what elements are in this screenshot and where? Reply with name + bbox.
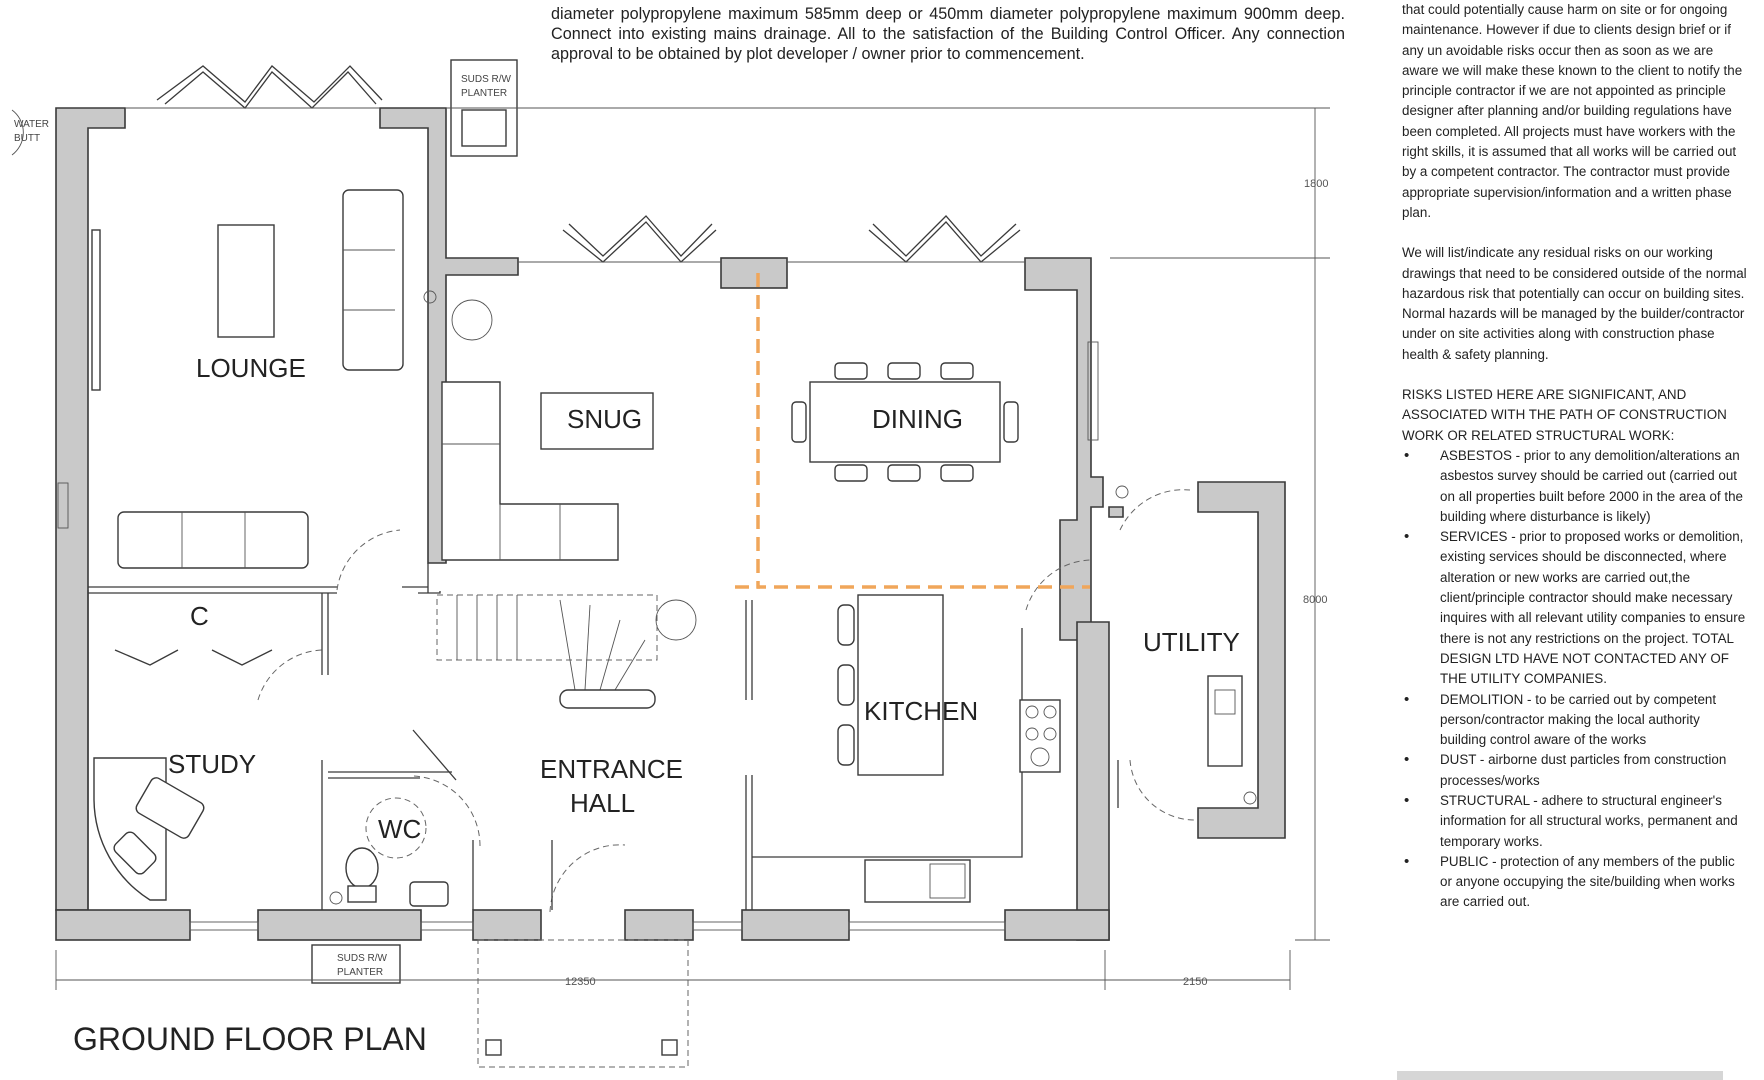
kitchen-sink — [864, 859, 971, 903]
risk-item-structural: STRUCTURAL - adhere to structural engine… — [1402, 791, 1747, 852]
room-label-entrance: ENTRANCE — [540, 754, 683, 784]
risk-item-asbestos: ASBESTOS - prior to any demolition/alter… — [1402, 446, 1747, 527]
internal-walls — [87, 563, 1023, 910]
door-swings — [257, 489, 1197, 913]
dimension-depth-total: 8000 — [1303, 594, 1327, 606]
risk-notes-panel: that could potentially cause harm on sit… — [1402, 0, 1747, 913]
drainage-note-text: diameter polypropylene maximum 585mm dee… — [551, 5, 1345, 63]
dimension-lines — [55, 107, 1330, 990]
wc-turning-circle — [365, 797, 427, 859]
front-windows — [57, 341, 1099, 931]
risk-item-services: SERVICES - prior to proposed works or de… — [1402, 527, 1747, 689]
wall-utility-east — [1197, 481, 1286, 839]
water-butt-label-2: BUTT — [14, 133, 40, 144]
risk-list: ASBESTOS - prior to any demolition/alter… — [1402, 446, 1747, 913]
dimension-depth-rear: 1800 — [1304, 178, 1328, 190]
wall-utility-stub — [1108, 506, 1124, 518]
suds-bottom-label-2: PLANTER — [337, 967, 383, 978]
dining-chairs — [791, 362, 1019, 482]
drainage-note: diameter polypropylene maximum 585mm dee… — [551, 4, 1345, 64]
title-block-strip — [1397, 1071, 1723, 1080]
wc-basin — [409, 881, 449, 907]
staircase — [436, 594, 658, 709]
kitchen-island — [857, 594, 944, 776]
labels: LOUNGE SNUG DINING C STUDY ENTRANCE HALL… — [14, 74, 1328, 1057]
lounge-coffee-table — [217, 224, 275, 338]
room-label-dining: DINING — [872, 404, 963, 434]
risk-item-public: PUBLIC - protection of any members of th… — [1402, 852, 1747, 913]
dining-table — [809, 381, 1001, 463]
room-label-hall: HALL — [570, 788, 635, 818]
wall-front-4 — [624, 909, 694, 941]
dimension-width-utility: 2150 — [1183, 976, 1207, 988]
suds-top-label-2: PLANTER — [461, 88, 507, 99]
wall-lounge-east — [379, 107, 519, 564]
wall-front-6 — [1004, 909, 1110, 941]
risk-heading: RISKS LISTED HERE ARE SIGNIFICANT, AND A… — [1402, 387, 1727, 443]
utility-sink — [1207, 675, 1243, 767]
walls — [55, 107, 1286, 941]
water-butt — [11, 109, 24, 156]
water-butt-label-1: WATER — [14, 119, 49, 130]
porch — [477, 939, 689, 1068]
wall-front-3 — [472, 909, 542, 941]
suds-planter-bottom — [311, 944, 401, 984]
suds-top-label-1: SUDS R/W — [461, 74, 512, 85]
wall-rear-pier — [720, 257, 788, 289]
room-label-lounge: LOUNGE — [196, 353, 306, 383]
wall-front-5 — [741, 909, 850, 941]
room-label-wc: WC — [378, 814, 421, 844]
lounge-sofa-south — [117, 511, 309, 569]
room-label-study: STUDY — [168, 749, 256, 779]
room-label-cupboard: C — [190, 601, 209, 631]
risk-item-dust: DUST - airborne dust particles from cons… — [1402, 750, 1747, 791]
snug-table — [540, 392, 654, 450]
plan-title: GROUND FLOOR PLAN — [73, 1021, 427, 1057]
risk-item-demolition: DEMOLITION - to be carried out by compet… — [1402, 690, 1747, 751]
risk-intro: that could potentially cause harm on sit… — [1402, 2, 1743, 220]
wall-front-2 — [257, 909, 422, 941]
lounge-tv — [91, 229, 101, 391]
room-label-kitchen: KITCHEN — [864, 696, 978, 726]
suds-bottom-label-1: SUDS R/W — [337, 953, 388, 964]
dimension-width-main: 12350 — [565, 976, 596, 988]
wc-toilet — [345, 847, 379, 889]
wall-front-1 — [55, 909, 191, 941]
lounge-sofa-east — [342, 189, 404, 371]
risk-residual: We will list/indicate any residual risks… — [1402, 245, 1747, 362]
bifold-doors — [125, 65, 1025, 263]
room-label-snug: SNUG — [567, 404, 642, 434]
snug-corner-sofa — [441, 381, 619, 561]
wall-utility-west — [1076, 621, 1110, 941]
wall-dining-east — [1024, 257, 1104, 641]
room-label-utility: UTILITY — [1143, 627, 1240, 657]
